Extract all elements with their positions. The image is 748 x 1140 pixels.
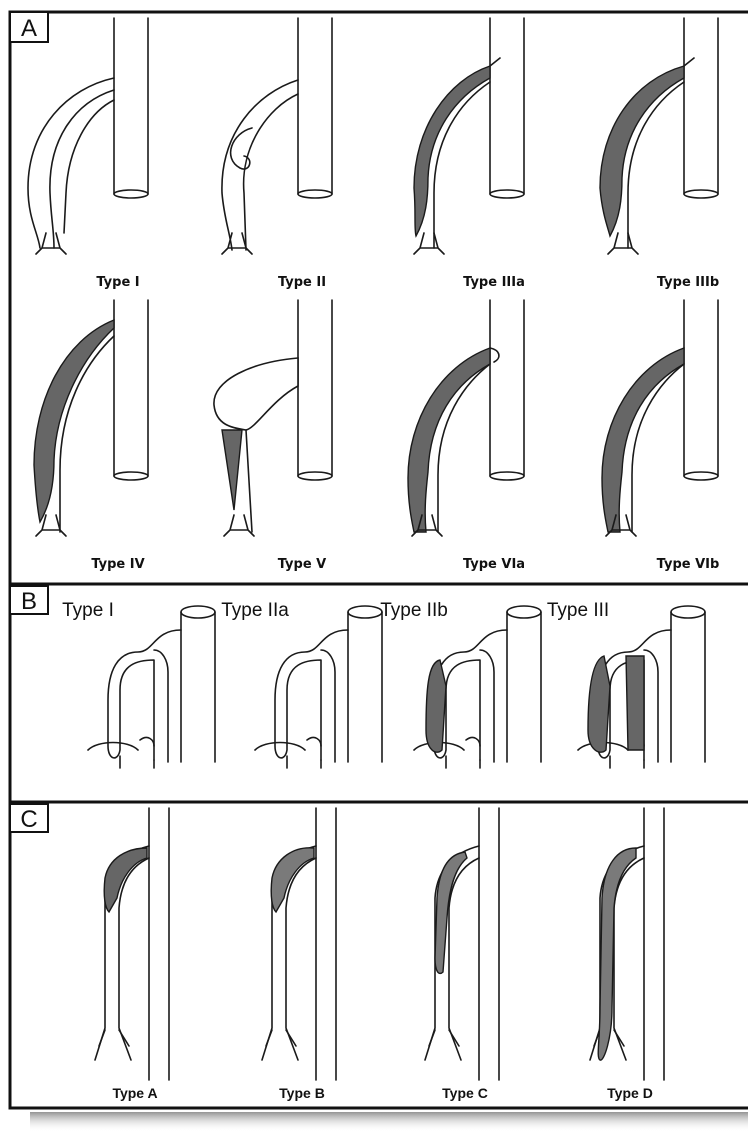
cylinder-top bbox=[181, 606, 215, 618]
duct-right bbox=[449, 858, 479, 1060]
panel-c-type-d: Type D bbox=[590, 808, 664, 1101]
panel-c: C Type A Type B Type C Type D bbox=[10, 802, 748, 1108]
cyst-sac-left bbox=[588, 656, 610, 752]
type-label: Type I bbox=[62, 600, 114, 621]
duct-fork bbox=[224, 515, 254, 536]
duct-right bbox=[614, 858, 644, 1060]
cyst-inner bbox=[50, 90, 114, 248]
duct-right bbox=[644, 650, 658, 762]
figure-shadow bbox=[30, 1112, 748, 1132]
ampulla-bulb bbox=[490, 348, 499, 362]
duodenum-walls bbox=[149, 808, 169, 1080]
type-label: Type A bbox=[112, 1085, 157, 1101]
panel-c-type-c: Type C bbox=[425, 808, 499, 1101]
panel-b-type-iia: Type IIa bbox=[221, 600, 382, 768]
branch bbox=[255, 738, 321, 750]
todani-type-via: Type VIa bbox=[408, 300, 525, 572]
cylinder-walls bbox=[671, 612, 705, 762]
duct-right bbox=[480, 650, 494, 762]
panel-c-letter: C bbox=[20, 806, 37, 833]
cylinder-walls bbox=[181, 612, 215, 762]
todani-type-iiia: Type IIIa bbox=[414, 18, 525, 290]
cylinder-top bbox=[348, 606, 382, 618]
duodenum-base bbox=[298, 190, 332, 198]
duodenum-base bbox=[298, 472, 332, 480]
type-label: Type IIb bbox=[380, 600, 448, 621]
cyst-bulb bbox=[214, 358, 298, 430]
duct-right bbox=[286, 858, 316, 1060]
duct-bottom bbox=[120, 756, 154, 768]
ampulla bbox=[490, 58, 500, 66]
duct-right bbox=[154, 650, 168, 762]
todani-type-vib: Type VIb bbox=[602, 300, 719, 572]
duodenum-base bbox=[114, 472, 148, 480]
duodenum-base bbox=[684, 472, 718, 480]
duodenum-walls bbox=[479, 808, 499, 1080]
cyst-sac bbox=[34, 320, 114, 522]
panel-c-type-b: Type B bbox=[262, 808, 336, 1101]
duct-fork bbox=[414, 233, 444, 254]
type-label: Type II bbox=[278, 275, 326, 290]
duodenum-base bbox=[490, 472, 524, 480]
type-label: Type B bbox=[279, 1085, 325, 1101]
ampulla bbox=[684, 58, 694, 66]
todani-type-iiib: Type IIIb bbox=[600, 18, 719, 290]
panel-b-type-iii: Type III bbox=[547, 600, 705, 768]
todani-type-ii: Type II bbox=[222, 18, 332, 290]
duct-fork bbox=[36, 233, 66, 254]
duct-inner bbox=[244, 94, 298, 250]
duodenum-base bbox=[490, 190, 524, 198]
type-label: Type IIIb bbox=[657, 275, 719, 290]
todani-type-i: Type I bbox=[28, 18, 148, 290]
panel-b: B Type I Type IIa Type IIb Type III bbox=[10, 584, 748, 802]
duct-bottom bbox=[610, 756, 644, 768]
cyst-tail bbox=[222, 430, 242, 510]
type-label: Type V bbox=[278, 557, 327, 572]
type-label: Type C bbox=[442, 1085, 488, 1101]
duct-loop bbox=[108, 630, 181, 760]
cylinder-top bbox=[507, 606, 541, 618]
panel-a-letter: A bbox=[21, 15, 37, 42]
duct-loop bbox=[275, 630, 348, 760]
type-label: Type III bbox=[547, 600, 609, 621]
todani-type-v: Type V bbox=[214, 300, 332, 572]
panel-b-letter: B bbox=[21, 588, 37, 615]
type-label: Type I bbox=[96, 275, 139, 290]
cyst-sac bbox=[598, 848, 636, 1060]
type-label: Type VIa bbox=[463, 557, 525, 572]
cyst-sac-right bbox=[626, 656, 644, 750]
type-label: Type IIIa bbox=[463, 275, 525, 290]
cylinder-walls bbox=[348, 612, 382, 762]
duodenum-walls bbox=[644, 808, 664, 1080]
panel-b-type-iib: Type IIb bbox=[380, 600, 541, 768]
duct-bottom bbox=[446, 756, 480, 768]
todani-type-iv: Type IV bbox=[34, 300, 148, 572]
duct-fork bbox=[222, 233, 252, 254]
duct-fork bbox=[608, 233, 638, 254]
type-label: Type IV bbox=[91, 557, 144, 572]
duct-bottom bbox=[287, 756, 321, 768]
cylinder-top bbox=[671, 606, 705, 618]
branch bbox=[414, 738, 480, 750]
duodenum-base bbox=[114, 190, 148, 198]
duct-outer bbox=[222, 80, 298, 250]
type-label: Type VIb bbox=[657, 557, 720, 572]
cylinder-walls bbox=[507, 612, 541, 762]
duct-stem bbox=[246, 430, 252, 532]
cyst-sac bbox=[426, 660, 446, 752]
panel-c-type-a: Type A bbox=[95, 808, 169, 1101]
panel-b-type-i: Type I bbox=[62, 600, 215, 768]
duct-right bbox=[119, 858, 149, 1060]
duodenum-walls bbox=[316, 808, 336, 1080]
branch bbox=[88, 738, 154, 750]
duct-right bbox=[321, 650, 335, 762]
duodenum-base bbox=[684, 190, 718, 198]
type-label: Type IIa bbox=[221, 600, 289, 621]
type-label: Type D bbox=[607, 1085, 653, 1101]
